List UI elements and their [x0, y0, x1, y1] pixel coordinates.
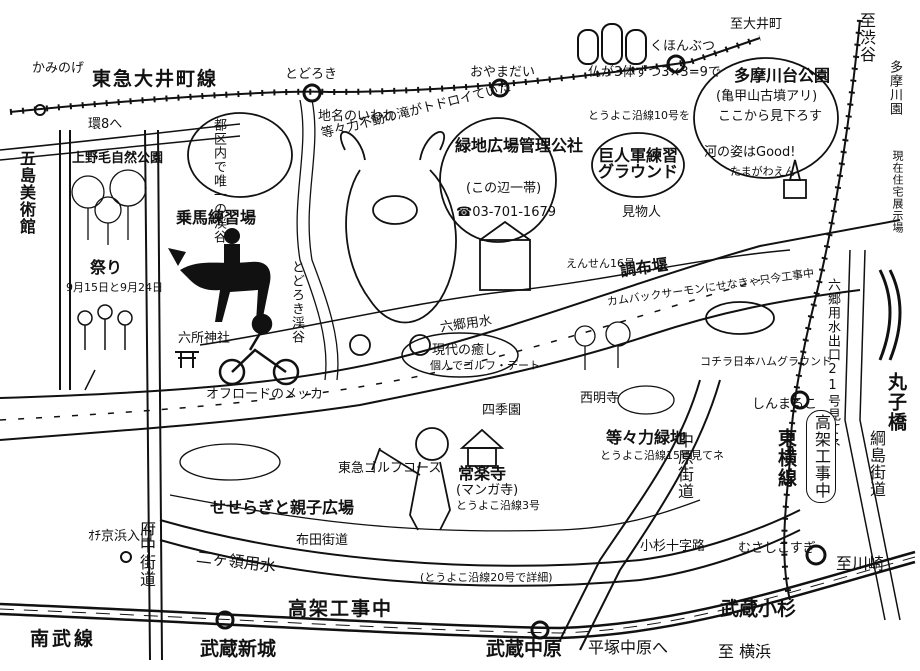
station-kaminoge: かみのげ: [32, 61, 85, 76]
matsuri-label: 祭り: [90, 258, 123, 277]
tower-icon: [783, 159, 807, 199]
rokkaku-shrine: 六所神社: [178, 331, 231, 346]
horse-range-label: 乗馬練習場: [176, 208, 257, 227]
kamekoyama: (亀甲山古墳アリ): [716, 89, 818, 104]
hiratsuka-nakahara-label: 平塚中原へ: [588, 638, 669, 657]
direction-yokohama: 至 横浜: [718, 642, 772, 661]
kuhonbutsu-note: 仏が3体ずつ3×3=9で: [588, 65, 721, 80]
toyoko-line-label: 東横線: [775, 428, 797, 488]
oimachi-line-label: 東急大井町線: [92, 68, 219, 90]
saimyo-temple: 西明寺: [580, 391, 620, 406]
todoroki-ryokuchi: 等々力緑地: [606, 428, 687, 447]
shinmaruko-station-marker: [790, 390, 810, 410]
josho-temple: 常楽寺: [458, 464, 507, 483]
stadium-icon: [479, 220, 531, 291]
tsunashima-road-label: 綱島街道: [867, 430, 886, 498]
offroad-bike-icon: [218, 313, 300, 386]
kuhonbutsu-note2: とうよこ沿線10号を: [588, 109, 690, 122]
giants-ground: 巨人軍練習グラウンド: [598, 146, 679, 181]
marukobashi-bridge: [878, 269, 892, 361]
healing-sub: 個人でゴルフ・デート: [430, 359, 540, 372]
shikien-label: 四季園: [482, 403, 522, 418]
station-musashi-kosugi: 武蔵小杉: [720, 598, 797, 620]
ryokuchi-ref: とうよこ沿線15号見てネ: [600, 449, 724, 462]
matsuri-dates: 9月15日と9月24日: [66, 281, 163, 294]
tamagawaen-park: 多摩川園: [887, 60, 902, 116]
valley-note: 都区内で唯一の渓谷: [211, 118, 226, 244]
ryokuchi-office-tel: ☎03-701-1679: [456, 205, 557, 220]
viaduct-label-toyoko: 高架工事中: [806, 410, 836, 503]
tama-river-north-bank: [0, 219, 901, 399]
offroad-label: オフロードのメッカ: [206, 387, 324, 402]
ensen16-label: えんせん16号: [566, 257, 635, 270]
tamagawaen: たまがわえん: [730, 165, 796, 178]
origin-note: 地名のいわれ: [318, 109, 396, 124]
gotoh-museum: 五島美術館: [17, 150, 36, 235]
ensen20-note: (とうよこ沿線20号で詳細): [420, 571, 553, 584]
nikaryo-channel: [159, 509, 801, 567]
festival-figures-icon: [77, 304, 133, 391]
station-musashikosugi-kana: むさしこすぎ: [738, 541, 816, 556]
direction-oimachi: 至大井町: [730, 17, 783, 32]
tamagawa-park: 多摩川台公園: [734, 66, 831, 85]
todoroki-valley-label: とどろき渓谷: [289, 260, 304, 344]
station-oyamadai: おやまだい: [470, 65, 536, 80]
seseragi-label: せせらぎと親子広場: [210, 498, 355, 517]
nakahara-road-label: 中原街道: [675, 432, 694, 500]
oyamadai-station-marker: [490, 78, 510, 98]
station-musashi-shinjo: 武蔵新城: [200, 638, 277, 660]
toyoko-line-track: [783, 19, 861, 601]
fudo-myoo-icon: [339, 131, 457, 356]
river-view: 河の姿はGood!: [704, 145, 796, 160]
sightseer-label: 見物人: [622, 205, 662, 220]
buddha-icon: [577, 23, 647, 65]
kosugi-junction: 小杉十字路: [640, 539, 706, 554]
nihonham-ground: コチラ日本ハムグラウンド: [700, 355, 832, 368]
viaduct-label-nambu: 高架工事中: [288, 598, 394, 620]
todoroki-station-marker: [302, 83, 322, 103]
modern-healing: 現代の癒し: [432, 343, 498, 358]
temple-icon: [459, 428, 505, 467]
josho-ref: とうよこ沿線3号: [456, 499, 540, 512]
tamagawa-view: ここから見下ろす: [718, 109, 823, 124]
oimachi-line-track: [9, 37, 761, 113]
ryokuchi-office-label: 緑地広場管理公社: [455, 136, 584, 155]
musashi-shinjo-station-marker: [215, 610, 235, 630]
road-fuchu: 府中街道: [137, 520, 156, 588]
golf-icon: [371, 427, 451, 531]
rokugo-outlet-label: 六郷用水出口21号見てネ: [825, 278, 840, 450]
station-todoroki: とどろき: [285, 67, 338, 82]
musashi-nakahara-station-marker: [530, 620, 550, 640]
station-musashi-nakahara: 武蔵中原: [486, 638, 563, 660]
direction-shibuya: 至渋谷: [857, 12, 876, 63]
station-kuhonbutsu: くほんぶつ: [650, 39, 716, 54]
josho-sub: (マンガ寺): [456, 483, 519, 498]
horse-icon: [168, 228, 271, 322]
marukobashi-label: 丸子橋: [885, 372, 907, 432]
station-shinmaruko: しんまるこ: [752, 397, 818, 412]
futago-road-label: 布田街道: [296, 533, 349, 548]
tokyu-golf-label: 東急ゴルフコース: [338, 461, 442, 476]
shrine-icon: [175, 351, 199, 368]
kaminoge-park: 上野毛自然公園: [72, 151, 164, 166]
musashikosugi-station-marker: [805, 544, 827, 566]
nambu-line-track: [0, 550, 916, 630]
nambu-line-label: 南武線: [30, 628, 97, 650]
tree-icon: [71, 169, 631, 370]
housing-exhibit: 現在住宅展示場: [891, 150, 904, 234]
tama-river-south-bank: [0, 289, 861, 441]
ryokuchi-office-sub: (この辺一帯): [466, 181, 542, 196]
direction-kawasaki: 至川崎: [836, 554, 885, 573]
kuhonbutsu-station-marker: [666, 54, 686, 74]
road-muko-entrance: ｵﾁ京浜入口: [88, 529, 154, 544]
road-kan8: 環8へ: [88, 117, 123, 132]
